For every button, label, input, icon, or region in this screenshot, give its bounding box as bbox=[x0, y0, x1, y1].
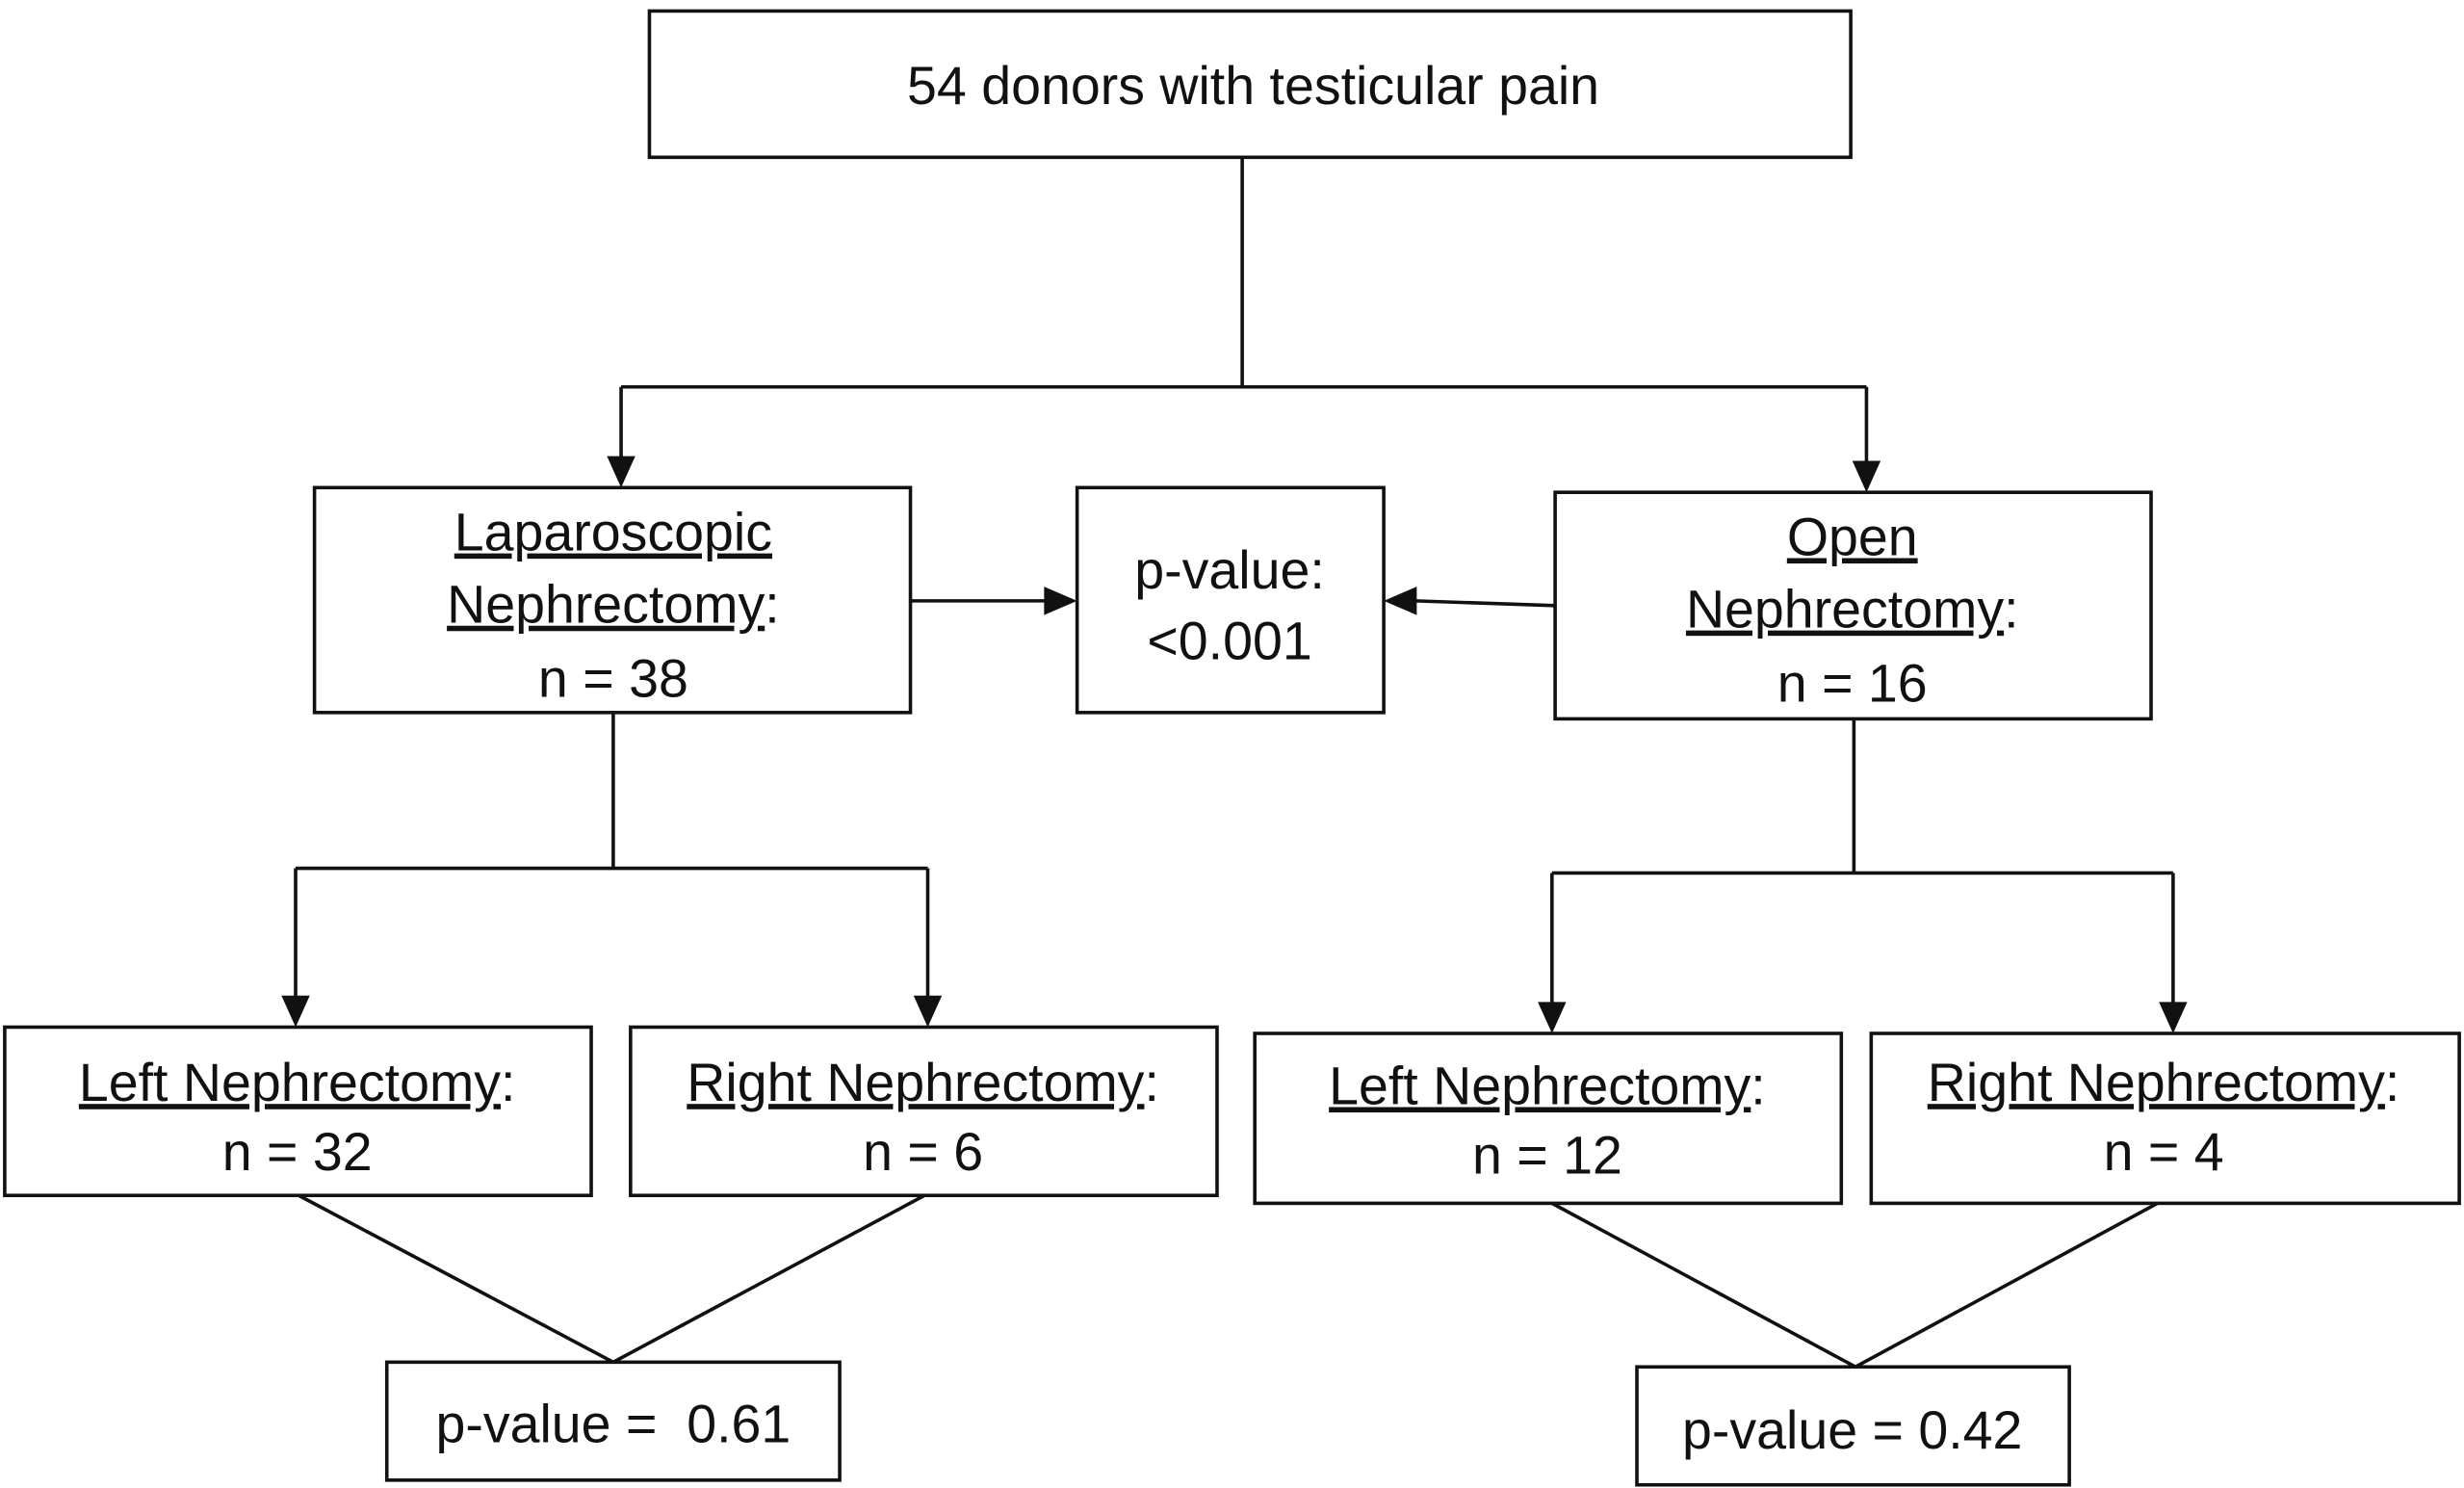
colon: : bbox=[1751, 1056, 1765, 1115]
comparison-label: p-value: bbox=[1134, 540, 1325, 600]
arrowhead-icon bbox=[607, 456, 635, 488]
connector-line bbox=[298, 1193, 926, 1365]
svg-text:Right Nephrectomy:: Right Nephrectomy: bbox=[1928, 1053, 2400, 1112]
svg-text:Left Nephrectomy:: Left Nephrectomy: bbox=[1329, 1056, 1766, 1115]
colon: : bbox=[765, 575, 779, 635]
arrowhead-icon bbox=[1852, 460, 1881, 493]
open-left-box: Left Nephrectomy: n = 12 bbox=[1253, 1031, 1844, 1206]
connector-line bbox=[1550, 1201, 2159, 1370]
laparoscopic-count: n = 38 bbox=[538, 649, 688, 709]
open-count: n = 16 bbox=[1777, 653, 1928, 713]
comparison-box: p-value: <0.001 bbox=[1075, 485, 1386, 715]
svg-text:Nephrectomy:: Nephrectomy: bbox=[1686, 580, 2019, 640]
arrowhead-icon bbox=[2159, 1002, 2188, 1034]
svg-text:Left Nephrectomy:: Left Nephrectomy: bbox=[79, 1053, 516, 1112]
colon: : bbox=[2385, 1053, 2399, 1112]
comparison-value: <0.001 bbox=[1147, 611, 1311, 670]
arrowhead-icon bbox=[281, 995, 310, 1028]
box-title: Right Nephrectomy bbox=[1928, 1053, 2385, 1112]
svg-text:Nephrectomy:: Nephrectomy: bbox=[447, 575, 780, 635]
root-box: 54 donors with testicular pain bbox=[647, 9, 1853, 160]
open-right-box: Right Nephrectomy: n = 4 bbox=[1869, 1031, 2461, 1206]
box-title: Left Nephrectomy bbox=[79, 1053, 501, 1112]
colon: : bbox=[2004, 580, 2018, 640]
open-title: Nephrectomy bbox=[1686, 580, 2004, 640]
svg-text:Right Nephrectomy:: Right Nephrectomy: bbox=[687, 1053, 1159, 1112]
svg-text:Open: Open bbox=[1787, 508, 1918, 567]
box-count: n = 4 bbox=[2104, 1122, 2224, 1182]
arrowhead-icon bbox=[1044, 587, 1077, 615]
connectors bbox=[281, 157, 2188, 1370]
pvalue-text: p-value = 0.42 bbox=[1682, 1400, 2022, 1460]
arrowhead-icon bbox=[1538, 1002, 1567, 1034]
laparoscopic-title: Nephrectomy bbox=[447, 575, 765, 635]
colon: : bbox=[501, 1053, 515, 1112]
box-title: Left Nephrectomy bbox=[1329, 1056, 1751, 1115]
arrowhead-icon bbox=[913, 995, 943, 1028]
laparoscopic-box: Laparoscopic Nephrectomy: n = 38 bbox=[312, 485, 913, 715]
laparoscopic-right-box: Right Nephrectomy: n = 6 bbox=[629, 1025, 1219, 1198]
connector-line bbox=[1414, 599, 1556, 608]
laparoscopic-title: Laparoscopic bbox=[454, 503, 772, 562]
open-title: Open bbox=[1787, 508, 1918, 567]
open-box: Open Nephrectomy: n = 16 bbox=[1553, 490, 2153, 721]
box-title: Right Nephrectomy bbox=[687, 1053, 1144, 1112]
root-label: 54 donors with testicular pain bbox=[907, 56, 1599, 116]
box-count: n = 6 bbox=[863, 1122, 983, 1182]
box-count: n = 12 bbox=[1472, 1125, 1622, 1185]
arrowhead-icon bbox=[1384, 587, 1417, 615]
svg-text:Laparoscopic: Laparoscopic bbox=[454, 503, 772, 562]
pvalue-text: p-value = 0.61 bbox=[435, 1395, 791, 1454]
laparoscopic-left-box: Left Nephrectomy: n = 32 bbox=[3, 1025, 593, 1198]
open-pvalue-box: p-value = 0.42 bbox=[1635, 1365, 2071, 1487]
laparoscopic-pvalue-box: p-value = 0.61 bbox=[384, 1360, 842, 1482]
colon: : bbox=[1144, 1053, 1158, 1112]
box-count: n = 32 bbox=[222, 1122, 373, 1182]
